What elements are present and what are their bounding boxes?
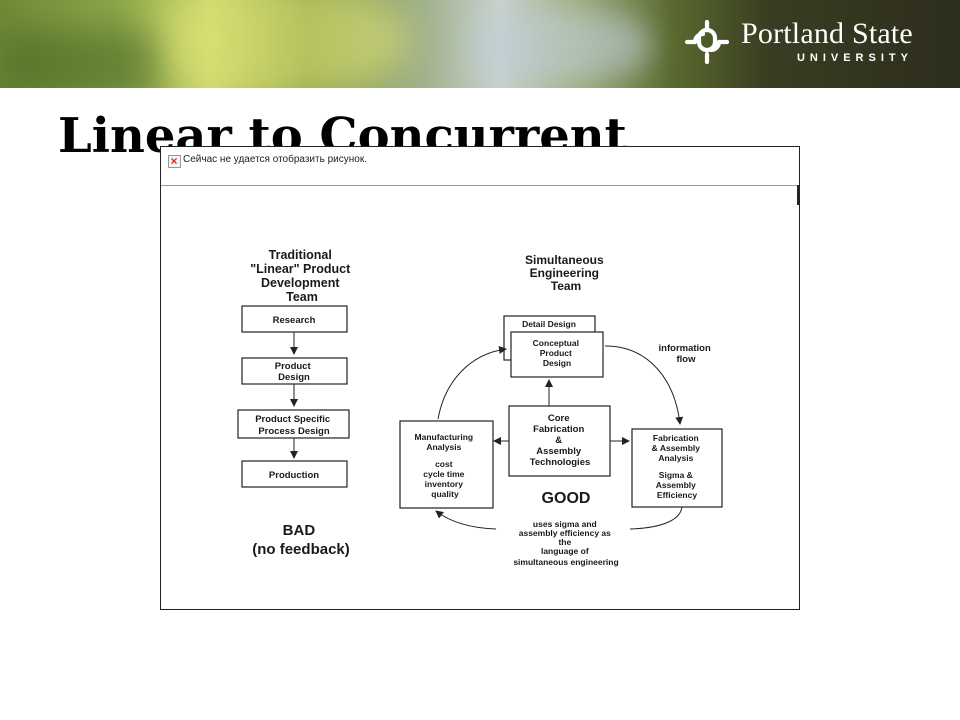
core-technologies-label: Core Fabrication & Assembly Technologies: [530, 413, 591, 468]
step-process-design-box: [237, 409, 350, 439]
manufacturing-analysis-label: Manufacturing Analysis cost cycle time i…: [415, 432, 476, 499]
bottom-note: uses sigma and assembly efficiency as th…: [513, 519, 618, 567]
left-title-line: "Linear" Product: [250, 262, 351, 276]
header-banner: Portland State UNIVERSITY: [0, 0, 960, 88]
psu-logo-icon: [684, 19, 730, 65]
process-diagram: Traditional "Linear" Product Development…: [237, 248, 723, 567]
step-research-label: Research: [273, 315, 316, 326]
detail-design-label: Detail Design: [522, 319, 576, 329]
information-flow-label: information flow: [659, 343, 714, 365]
fabrication-analysis-box: [631, 428, 723, 508]
banner-shadow: [0, 30, 160, 88]
broken-image-icon: [168, 155, 181, 168]
conceptual-design-box: [510, 331, 604, 378]
frame-edge-mark: [797, 185, 799, 205]
arrow-manufacturing-conceptual: [437, 346, 507, 420]
step-product-design-box: [241, 357, 348, 385]
manufacturing-analysis-box: [399, 420, 494, 509]
left-title: Traditional "Linear" Product Development…: [250, 248, 354, 304]
step-production-box: [241, 460, 348, 488]
step-process-design-label: Product Specific Process Design: [255, 414, 333, 437]
step-product-design-label: Product Design: [275, 361, 314, 383]
broken-image-bar: Сейчас не удается отобразить рисунок.: [161, 147, 799, 186]
bad-verdict: BAD (no feedback): [252, 522, 350, 558]
left-title-line: Team: [286, 290, 318, 304]
banner-foliage: [150, 0, 410, 88]
core-technologies-box: [508, 405, 611, 477]
arrow-conceptual-fabrication: [604, 345, 684, 425]
left-title-line: Development: [261, 276, 340, 290]
good-verdict: GOOD: [542, 490, 591, 507]
logo-subtitle: UNIVERSITY: [796, 52, 913, 64]
step-research-box: [241, 305, 348, 333]
image-frame: Сейчас не удается отобразить рисунок.: [160, 146, 800, 610]
left-title-line: Traditional: [269, 248, 332, 262]
banner-building: [470, 10, 650, 80]
logo-name: Portland State: [741, 17, 913, 50]
right-title: Simultaneous Engineering Team: [525, 253, 607, 293]
university-logo: Portland State UNIVERSITY: [683, 18, 913, 68]
conceptual-design-label: Conceptual Product Design: [533, 338, 582, 368]
arrow-bottom-manufacturing: [435, 510, 497, 530]
step-production-label: Production: [269, 470, 319, 481]
arrow-fabrication-bottom: [629, 506, 683, 530]
fabrication-analysis-label: Fabrication & Assembly Analysis Sigma & …: [652, 433, 703, 500]
broken-image-message: Сейчас не удается отобразить рисунок.: [183, 154, 367, 165]
